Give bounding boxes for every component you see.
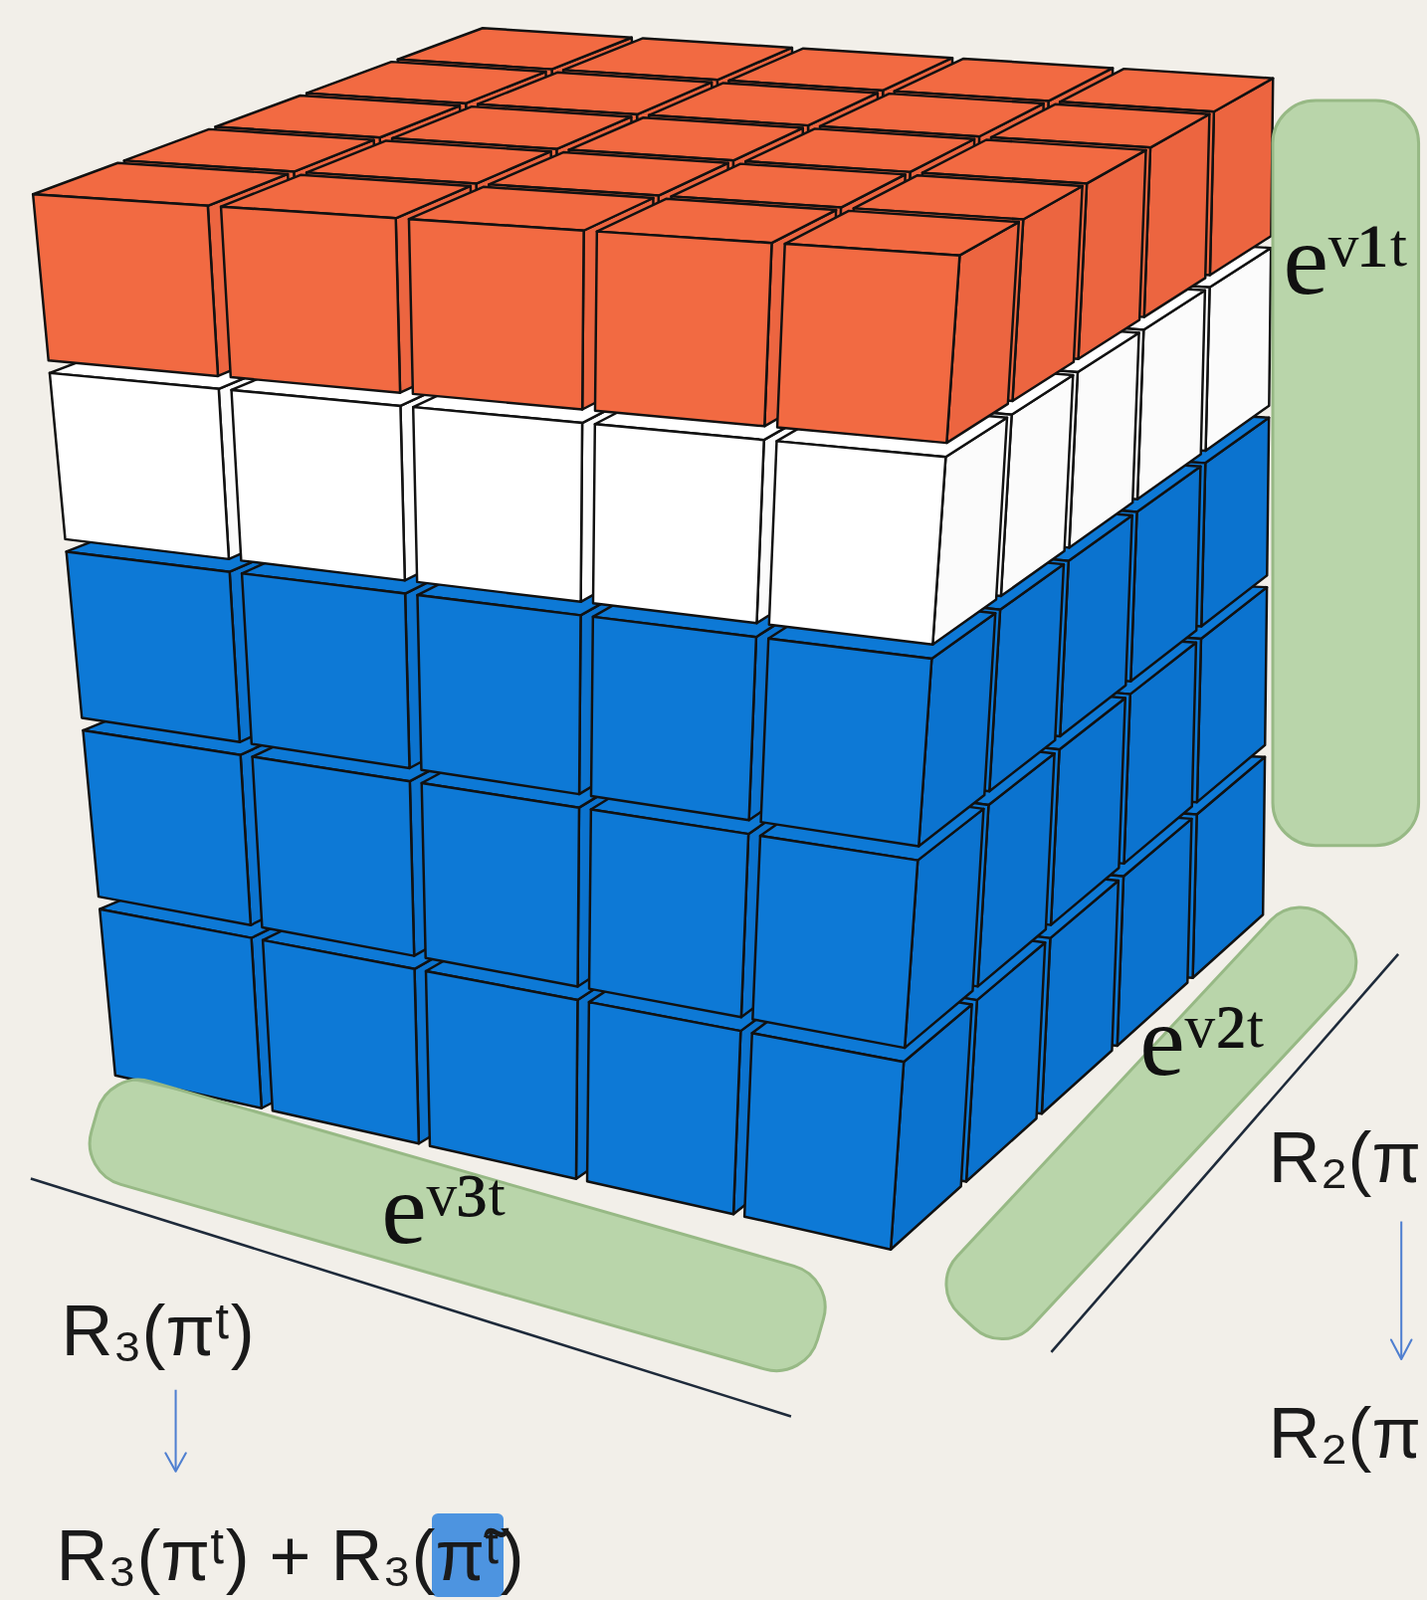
- arrow-head: [1391, 1339, 1413, 1359]
- cube-front-face: [82, 730, 250, 926]
- cube-front-face: [769, 440, 947, 644]
- band-outline: [1272, 100, 1420, 846]
- exponent-label: eᵛ³ᵗ: [381, 1158, 507, 1261]
- formula-label: R₂(π: [1268, 1114, 1422, 1201]
- cube-front-face: [252, 757, 415, 957]
- cube-front-face: [752, 835, 918, 1048]
- cube-front-face: [589, 810, 749, 1019]
- cube-front-face: [591, 616, 757, 820]
- cube-front-face: [761, 638, 933, 847]
- down-arrow: [1391, 1222, 1413, 1360]
- cube-front-face: [262, 940, 419, 1144]
- arrow-head: [165, 1452, 187, 1471]
- cube-front-face: [587, 1002, 741, 1215]
- cube-front-face: [744, 1032, 904, 1249]
- exponent-label: eᵛ²ᵗ: [1139, 990, 1265, 1093]
- formula-label: R₃(πᵗ) + R₃(π̃ᵗ): [55, 1512, 524, 1599]
- cube-front-face: [595, 231, 773, 427]
- cube-front-face: [99, 909, 262, 1109]
- cube-front-face: [421, 783, 580, 987]
- cube-front-face: [408, 218, 585, 409]
- cube-front-face: [220, 206, 401, 394]
- cube-front-face: [32, 194, 218, 377]
- exponent-band: eᵛ¹ᵗ: [1272, 100, 1420, 846]
- down-arrow: [165, 1390, 187, 1472]
- cube-group: [32, 27, 1273, 1250]
- cube-front-face: [412, 407, 583, 603]
- cube-front-face: [231, 390, 406, 581]
- cube-front-face: [241, 573, 409, 769]
- cube-front-face: [425, 971, 578, 1180]
- cube-front-face: [593, 423, 765, 623]
- formula-label: R₂(π: [1268, 1390, 1422, 1476]
- arrow-shaft: [175, 1390, 178, 1470]
- band-group: [1272, 100, 1420, 846]
- cube-front-face: [416, 595, 581, 795]
- exponent-label: eᵛ¹ᵗ: [1282, 208, 1409, 312]
- arrow-shaft: [1400, 1222, 1403, 1358]
- cube-front-face: [49, 373, 229, 560]
- formula-label: R₃(πᵗ): [61, 1287, 255, 1374]
- cube-front-face: [66, 551, 240, 742]
- cube-front-face: [777, 243, 960, 443]
